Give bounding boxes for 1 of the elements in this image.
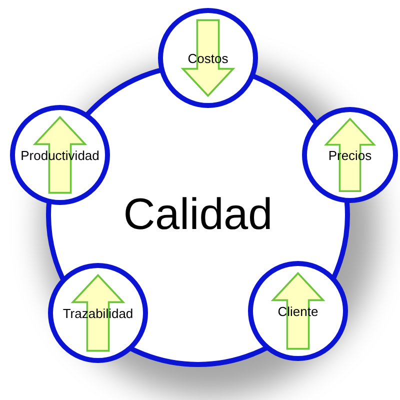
center-label: Calidad (123, 190, 273, 240)
